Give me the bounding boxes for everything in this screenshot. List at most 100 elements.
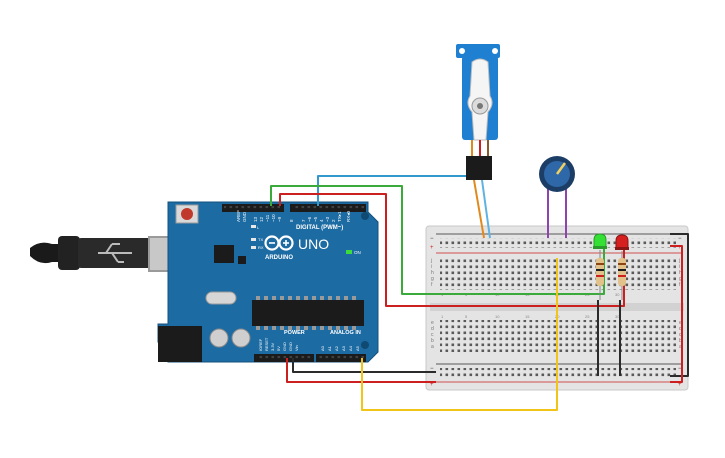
resistor-red-led[interactable] — [618, 251, 626, 300]
svg-text:~11: ~11 — [265, 214, 270, 222]
svg-text:i: i — [679, 264, 680, 270]
potentiometer[interactable] — [539, 156, 575, 192]
svg-text:b: b — [679, 338, 682, 344]
svg-text:j: j — [430, 258, 432, 264]
wire-orange-servo[interactable] — [473, 179, 485, 239]
svg-text:8: 8 — [289, 219, 294, 222]
digital-header[interactable] — [222, 204, 366, 212]
svg-text:~5: ~5 — [313, 216, 318, 222]
svg-text:−: − — [678, 236, 682, 242]
tx-led — [251, 238, 256, 241]
svg-text:c: c — [431, 332, 434, 338]
wires — [270, 175, 689, 411]
arduino-logo — [264, 235, 294, 251]
svg-text:g: g — [431, 276, 434, 282]
svg-text:−: − — [430, 236, 434, 242]
servo-motor[interactable] — [456, 44, 500, 180]
svg-text:2: 2 — [331, 219, 336, 222]
svg-text:d: d — [679, 326, 682, 332]
power-header[interactable] — [254, 354, 314, 362]
svg-text:h: h — [431, 270, 434, 276]
svg-text:30: 30 — [615, 292, 620, 297]
svg-text:TX▸1: TX▸1 — [337, 211, 342, 222]
servo-connector[interactable] — [466, 156, 492, 180]
capacitor — [209, 328, 229, 348]
rail-plus-labels: + + + + — [430, 245, 682, 388]
on-label: ON — [354, 250, 361, 255]
svg-text:4: 4 — [319, 219, 324, 222]
wire-black-gnd[interactable] — [292, 358, 436, 373]
red-led[interactable] — [615, 234, 629, 250]
svg-text:10: 10 — [495, 314, 500, 319]
rx-label: RX — [258, 245, 264, 250]
svg-text:~9: ~9 — [277, 216, 282, 222]
arduino-board[interactable]: AREF GND 13 12 ~11 ~10 ~9 8 7 ~6 ~5 4 ~3… — [157, 201, 379, 363]
rail-minus-labels: − − − − — [430, 236, 682, 372]
wire-black-right-rail[interactable] — [670, 233, 689, 377]
model-label: UNO — [298, 236, 329, 252]
svg-text:+: + — [678, 245, 682, 251]
svg-text:j: j — [678, 258, 680, 264]
usb-icon — [98, 243, 132, 263]
power-pin-labels: IOREF RESET 3.3V 5V GND GND Vin — [258, 337, 299, 351]
resistor-green-led[interactable] — [596, 250, 604, 300]
digital-pin-labels: AREF GND 13 12 ~11 ~10 ~9 8 7 ~6 ~5 4 ~3… — [236, 210, 351, 222]
power-label: POWER — [284, 330, 305, 336]
svg-text:g: g — [679, 276, 682, 282]
svg-text:+: + — [430, 382, 434, 388]
svg-text:25: 25 — [585, 314, 590, 319]
reset-button[interactable] — [175, 204, 199, 224]
svg-text:13: 13 — [253, 216, 258, 222]
l-led — [251, 225, 256, 228]
capacitor — [231, 328, 251, 348]
wire-yellow-pot[interactable] — [361, 258, 558, 411]
svg-text:a: a — [679, 344, 682, 350]
svg-text:c: c — [679, 332, 682, 338]
rx-led — [251, 246, 256, 249]
usb-cable[interactable] — [30, 236, 176, 272]
wire-red-led[interactable] — [279, 193, 625, 307]
svg-text:7: 7 — [301, 219, 306, 222]
svg-text:A0: A0 — [320, 345, 325, 351]
svg-text:15: 15 — [525, 314, 530, 319]
svg-text:h: h — [679, 270, 682, 276]
row-letters-right: j i h g f e d c b a — [678, 258, 682, 350]
digital-header-label: DIGITAL (PWM~) — [296, 225, 343, 231]
svg-text:RESET: RESET — [264, 337, 269, 351]
svg-text:i: i — [431, 264, 432, 270]
svg-text:~6: ~6 — [307, 216, 312, 222]
wire-blue-servo[interactable] — [481, 179, 491, 239]
wire-red-right-rail[interactable] — [670, 245, 683, 383]
svg-text:~10: ~10 — [271, 214, 276, 222]
l-led-label: L — [257, 225, 260, 230]
wire-red-5v[interactable] — [286, 358, 436, 383]
svg-text:A3: A3 — [341, 345, 346, 351]
svg-text:f: f — [431, 282, 433, 288]
svg-text:a: a — [431, 344, 434, 350]
on-led — [346, 250, 352, 254]
svg-text:RX◂0: RX◂0 — [346, 210, 351, 222]
svg-text:IOREF: IOREF — [258, 338, 263, 351]
wire-blue-servo-signal[interactable] — [317, 175, 484, 206]
analog-pin-labels: A0 A1 A2 A3 A4 A5 — [320, 345, 360, 351]
svg-text:5: 5 — [465, 314, 468, 319]
svg-text:12: 12 — [259, 216, 264, 222]
svg-text:Vin: Vin — [294, 345, 299, 351]
microcontroller-chip — [252, 300, 364, 326]
wire-green-led[interactable] — [270, 185, 605, 295]
svg-text:GND: GND — [288, 342, 293, 351]
svg-text:d: d — [431, 326, 434, 332]
analog-header[interactable] — [316, 354, 366, 362]
power-jack[interactable] — [158, 326, 202, 362]
svg-text:f: f — [679, 282, 681, 288]
row-letters-left: j i h g f e d c b a — [430, 258, 434, 350]
svg-text:GND: GND — [282, 342, 287, 351]
green-led[interactable] — [593, 233, 607, 249]
svg-text:−: − — [430, 366, 434, 372]
svg-text:A5: A5 — [355, 345, 360, 351]
svg-text:A2: A2 — [334, 345, 339, 351]
svg-text:A1: A1 — [327, 345, 332, 351]
svg-text:+: + — [430, 245, 434, 251]
